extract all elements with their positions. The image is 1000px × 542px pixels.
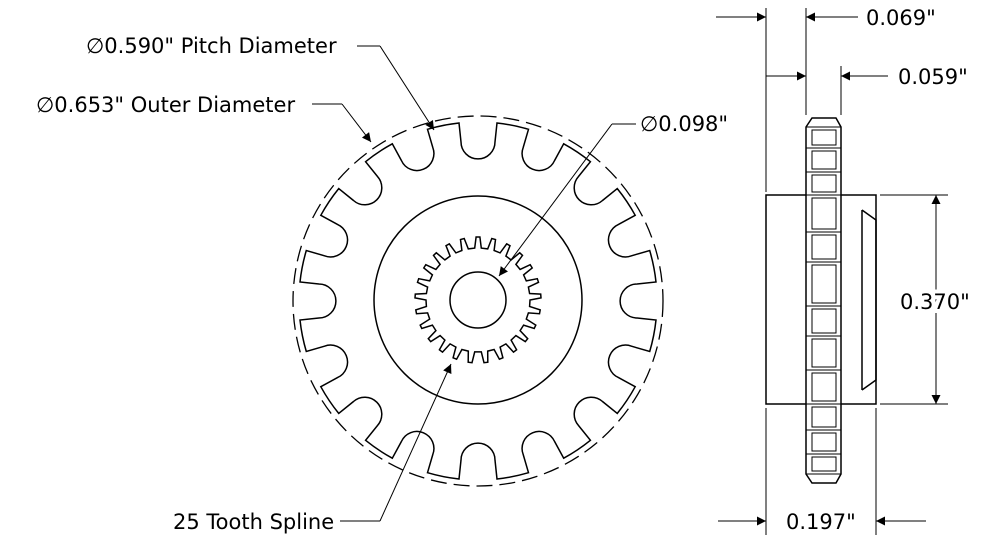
tooth-face — [811, 264, 837, 304]
tooth-face — [811, 234, 837, 260]
outer-diameter-circle — [292, 115, 664, 487]
tooth-face — [811, 197, 837, 230]
spline-leader-arrow — [379, 363, 452, 522]
hub-circle — [373, 195, 583, 405]
dim-total-width-label: 0.197" — [786, 510, 856, 534]
spline-profile — [414, 236, 542, 364]
pitch-diameter-label: ∅0.590" Pitch Diameter — [86, 34, 337, 58]
pitch-leader-arrow — [379, 45, 435, 131]
dim-hub-height-label: 0.370" — [900, 290, 970, 314]
dim-tooth-width-label: 0.059" — [898, 65, 968, 89]
hub-chamfer — [861, 209, 877, 391]
sprocket-tooth-profile — [299, 122, 657, 480]
tooth-face — [811, 129, 837, 146]
spline-label: 25 Tooth Spline — [173, 510, 334, 534]
bore-leader-arrow — [498, 123, 613, 277]
tooth-face — [811, 406, 837, 428]
tooth-bands — [806, 126, 841, 475]
tooth-face — [811, 372, 837, 402]
outer-leader-arrow — [341, 103, 372, 143]
tooth-face — [811, 338, 837, 368]
dim-top-width-label: 0.069" — [866, 6, 936, 30]
bore-diameter-label: ∅0.098" — [640, 112, 728, 136]
side-view — [765, 117, 877, 484]
bore-circle — [449, 271, 507, 329]
tooth-face — [811, 174, 837, 193]
tooth-face — [811, 150, 837, 170]
tooth-face — [811, 456, 837, 472]
front-view — [292, 115, 664, 487]
dimensions — [716, 8, 948, 535]
tooth-face — [811, 308, 837, 334]
front-view-leaders — [312, 45, 636, 522]
outer-diameter-label: ∅0.653" Outer Diameter — [36, 93, 295, 117]
tooth-face — [811, 432, 837, 452]
labels: ∅0.590" Pitch Diameter ∅0.653" Outer Dia… — [36, 6, 974, 534]
